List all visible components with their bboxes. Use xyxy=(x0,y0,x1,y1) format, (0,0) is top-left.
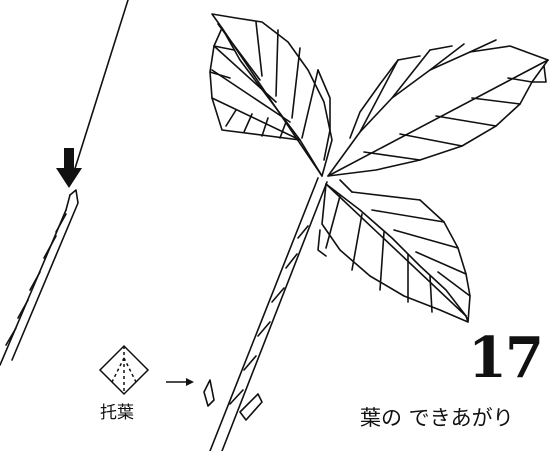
lower-leaflet xyxy=(317,179,471,323)
left-stem xyxy=(0,189,79,366)
main-stem xyxy=(209,177,328,451)
upper-left-leaflet xyxy=(209,13,333,177)
right-arrow-icon xyxy=(166,378,194,386)
guide-line xyxy=(71,0,129,179)
step-caption: 葉の できあがり xyxy=(360,406,514,430)
right-leaflet xyxy=(327,39,549,177)
down-arrow-icon xyxy=(56,148,82,188)
folded-stipule-icon xyxy=(98,344,150,396)
step-number: 17 xyxy=(468,325,544,391)
stipules-attached xyxy=(203,379,263,421)
stipule-label: 托葉 xyxy=(100,403,134,423)
